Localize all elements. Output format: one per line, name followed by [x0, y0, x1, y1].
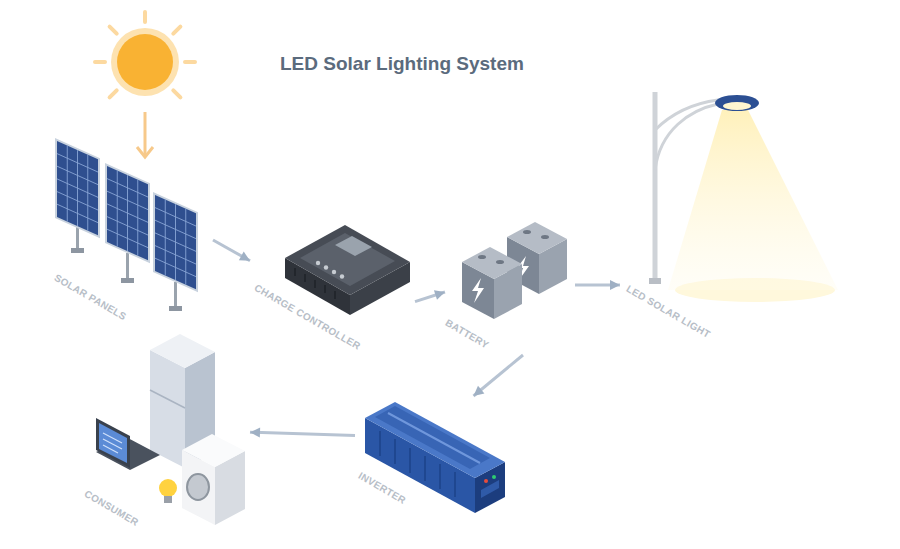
- charge-controller-device-part: [332, 270, 336, 274]
- street-light-part: [655, 100, 718, 170]
- consumer-appliances-part: [159, 479, 177, 497]
- consumer-appliances: [96, 334, 245, 525]
- component-label: CHARGE CONTROLLER: [252, 282, 362, 353]
- arrow-head: [474, 386, 485, 396]
- solar-panel-array-part: [105, 163, 150, 263]
- component-node: LED SOLAR LIGHT: [620, 88, 842, 363]
- sunlight-arrow-part: [144, 112, 147, 155]
- arrow-head: [250, 428, 260, 438]
- battery-pack: [462, 222, 567, 319]
- flow-connector: [575, 280, 620, 290]
- arrow-head: [610, 280, 620, 290]
- flow-connector: [250, 428, 355, 438]
- street-light-part: [649, 278, 661, 284]
- diagram-title: LED Solar Lighting System: [280, 53, 524, 75]
- street-light-part: [723, 102, 751, 110]
- solar-panel-array-part: [169, 306, 182, 311]
- consumer-appliances-part: [187, 474, 209, 500]
- charge-controller-device-part: [324, 265, 328, 269]
- solar-panel-array-part: [121, 278, 134, 283]
- sunlight-arrow-part: [137, 147, 153, 157]
- component-node: SOLAR PANELS: [45, 130, 213, 330]
- charge-controller-device-part: [300, 233, 395, 286]
- component-label: CONSUMER: [82, 488, 141, 529]
- solar-panel-array-part: [153, 192, 198, 292]
- component-label: LED SOLAR LIGHT: [624, 283, 712, 341]
- charge-controller-device-part: [295, 268, 335, 299]
- component-node: CHARGE CONTROLLER: [250, 220, 415, 356]
- sun-icon-part: [95, 12, 195, 97]
- component-label: BATTERY: [443, 317, 491, 352]
- consumer-appliances-part: [182, 434, 245, 467]
- consumer-appliances-part: [150, 390, 185, 408]
- flow-connector: [415, 290, 445, 301]
- consumer-appliances-part: [96, 418, 130, 468]
- charge-controller-device-part: [285, 225, 410, 295]
- component-label: SOLAR PANELS: [52, 272, 128, 323]
- sunlight-arrow: [137, 112, 153, 157]
- street-light-part: [715, 95, 759, 111]
- inverter-device-part: [484, 479, 488, 483]
- inverter-device-part: [365, 402, 505, 478]
- connector-line: [250, 432, 355, 435]
- connector-line: [213, 240, 250, 261]
- consumer-appliances-part: [150, 350, 185, 468]
- charge-controller-device-part: [340, 274, 344, 278]
- component-label: INVERTER: [356, 470, 408, 507]
- inverter-device-part: [375, 406, 490, 469]
- consumer-appliances-part: [164, 496, 172, 503]
- component-node: BATTERY: [445, 215, 575, 355]
- flow-connector: [474, 355, 524, 396]
- charge-controller-device-part: [316, 261, 320, 265]
- arrow-head: [434, 290, 445, 300]
- charge-controller-device-part: [335, 236, 372, 256]
- charge-controller-device: [285, 225, 410, 315]
- battery-pack-part: [462, 247, 522, 279]
- connector-line: [474, 355, 524, 396]
- sun-icon: [95, 12, 195, 97]
- battery-pack-part: [496, 260, 504, 264]
- component-node: CONSUMER: [82, 330, 250, 543]
- sun-icon-part: [111, 28, 179, 96]
- battery-pack-part: [541, 235, 549, 239]
- arrow-head: [239, 252, 250, 261]
- street-light: [649, 92, 838, 302]
- consumer-appliances-part: [150, 334, 215, 368]
- flow-connector: [213, 240, 250, 261]
- inverter-device-part: [388, 413, 480, 463]
- battery-pack-part: [523, 230, 531, 234]
- battery-pack-part: [478, 255, 486, 259]
- street-light-part: [653, 92, 658, 282]
- inverter-device-part: [481, 480, 499, 498]
- component-node: INVERTER: [355, 396, 513, 528]
- street-light-part: [668, 110, 838, 290]
- battery-pack-part: [472, 278, 484, 303]
- consumer-appliances-part: [103, 433, 122, 453]
- consumer-appliances-part: [99, 423, 127, 463]
- sun-icon-part: [117, 34, 173, 90]
- solar-panel-array-part: [55, 138, 100, 238]
- battery-pack-part: [507, 222, 567, 254]
- inverter-device-part: [492, 475, 496, 479]
- solar-panel-array-part: [71, 248, 84, 253]
